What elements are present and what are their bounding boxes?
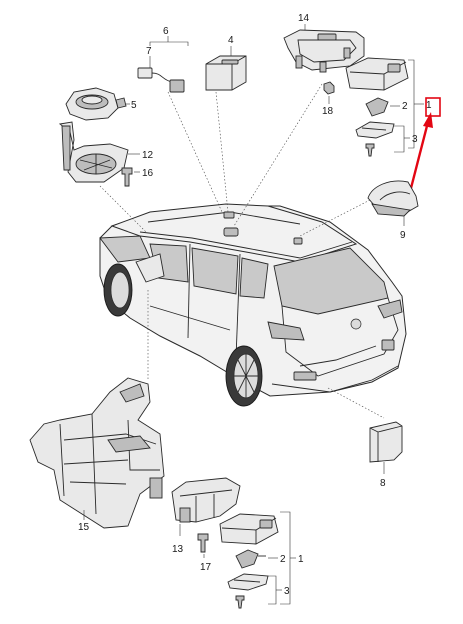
part-13-bracket[interactable]: 13 <box>171 477 241 555</box>
part-17-bolt[interactable]: 17 <box>197 533 212 573</box>
part-15-carrier[interactable]: 15 <box>29 377 165 533</box>
label-13: 13 <box>172 544 184 555</box>
highlight-marker <box>408 97 441 193</box>
label-2-top: 2 <box>402 101 408 112</box>
part-9-antenna[interactable]: 9 <box>367 180 419 241</box>
label-1-bottom: 1 <box>298 554 304 565</box>
label-3-top: 3 <box>412 134 418 145</box>
part-6-cable-connector[interactable]: 6 7 <box>137 26 189 93</box>
part-2-top-plug[interactable]: 2 <box>365 97 408 117</box>
label-8: 8 <box>380 478 386 489</box>
part-18-nut[interactable]: 18 <box>322 81 335 117</box>
label-7: 7 <box>146 46 152 57</box>
label-16: 16 <box>142 168 154 179</box>
part-3-bottom-clips[interactable]: 3 <box>227 573 290 609</box>
part-2-bottom-plug[interactable]: 2 <box>235 549 286 569</box>
label-18: 18 <box>322 106 334 117</box>
part-12-bracket[interactable]: 12 <box>58 121 154 183</box>
label-2-bottom: 2 <box>280 554 286 565</box>
part-5-sensor[interactable]: 5 <box>65 87 137 121</box>
label-15: 15 <box>78 522 90 533</box>
dashed-leaders <box>99 83 385 419</box>
label-14: 14 <box>298 13 310 24</box>
part-3-top-clips[interactable]: 3 <box>355 121 418 157</box>
part-14-bracket[interactable]: 14 <box>283 13 365 73</box>
label-1-top: 1 <box>426 100 432 111</box>
label-12: 12 <box>142 150 154 161</box>
label-17: 17 <box>200 562 212 573</box>
part-4-control-module[interactable]: 4 <box>205 35 247 91</box>
part-16-bolt[interactable]: 16 <box>121 167 154 187</box>
label-4: 4 <box>228 35 234 46</box>
label-5: 5 <box>131 100 137 111</box>
label-3-bottom: 3 <box>284 586 290 597</box>
part-8-cover[interactable]: 8 <box>369 421 403 489</box>
label-6: 6 <box>163 26 169 37</box>
label-9: 9 <box>400 230 406 241</box>
vehicle-illustration <box>99 203 407 407</box>
part-1-bottom-module[interactable]: 1 <box>219 511 304 605</box>
part-1-top-module[interactable]: 1 <box>345 57 432 149</box>
